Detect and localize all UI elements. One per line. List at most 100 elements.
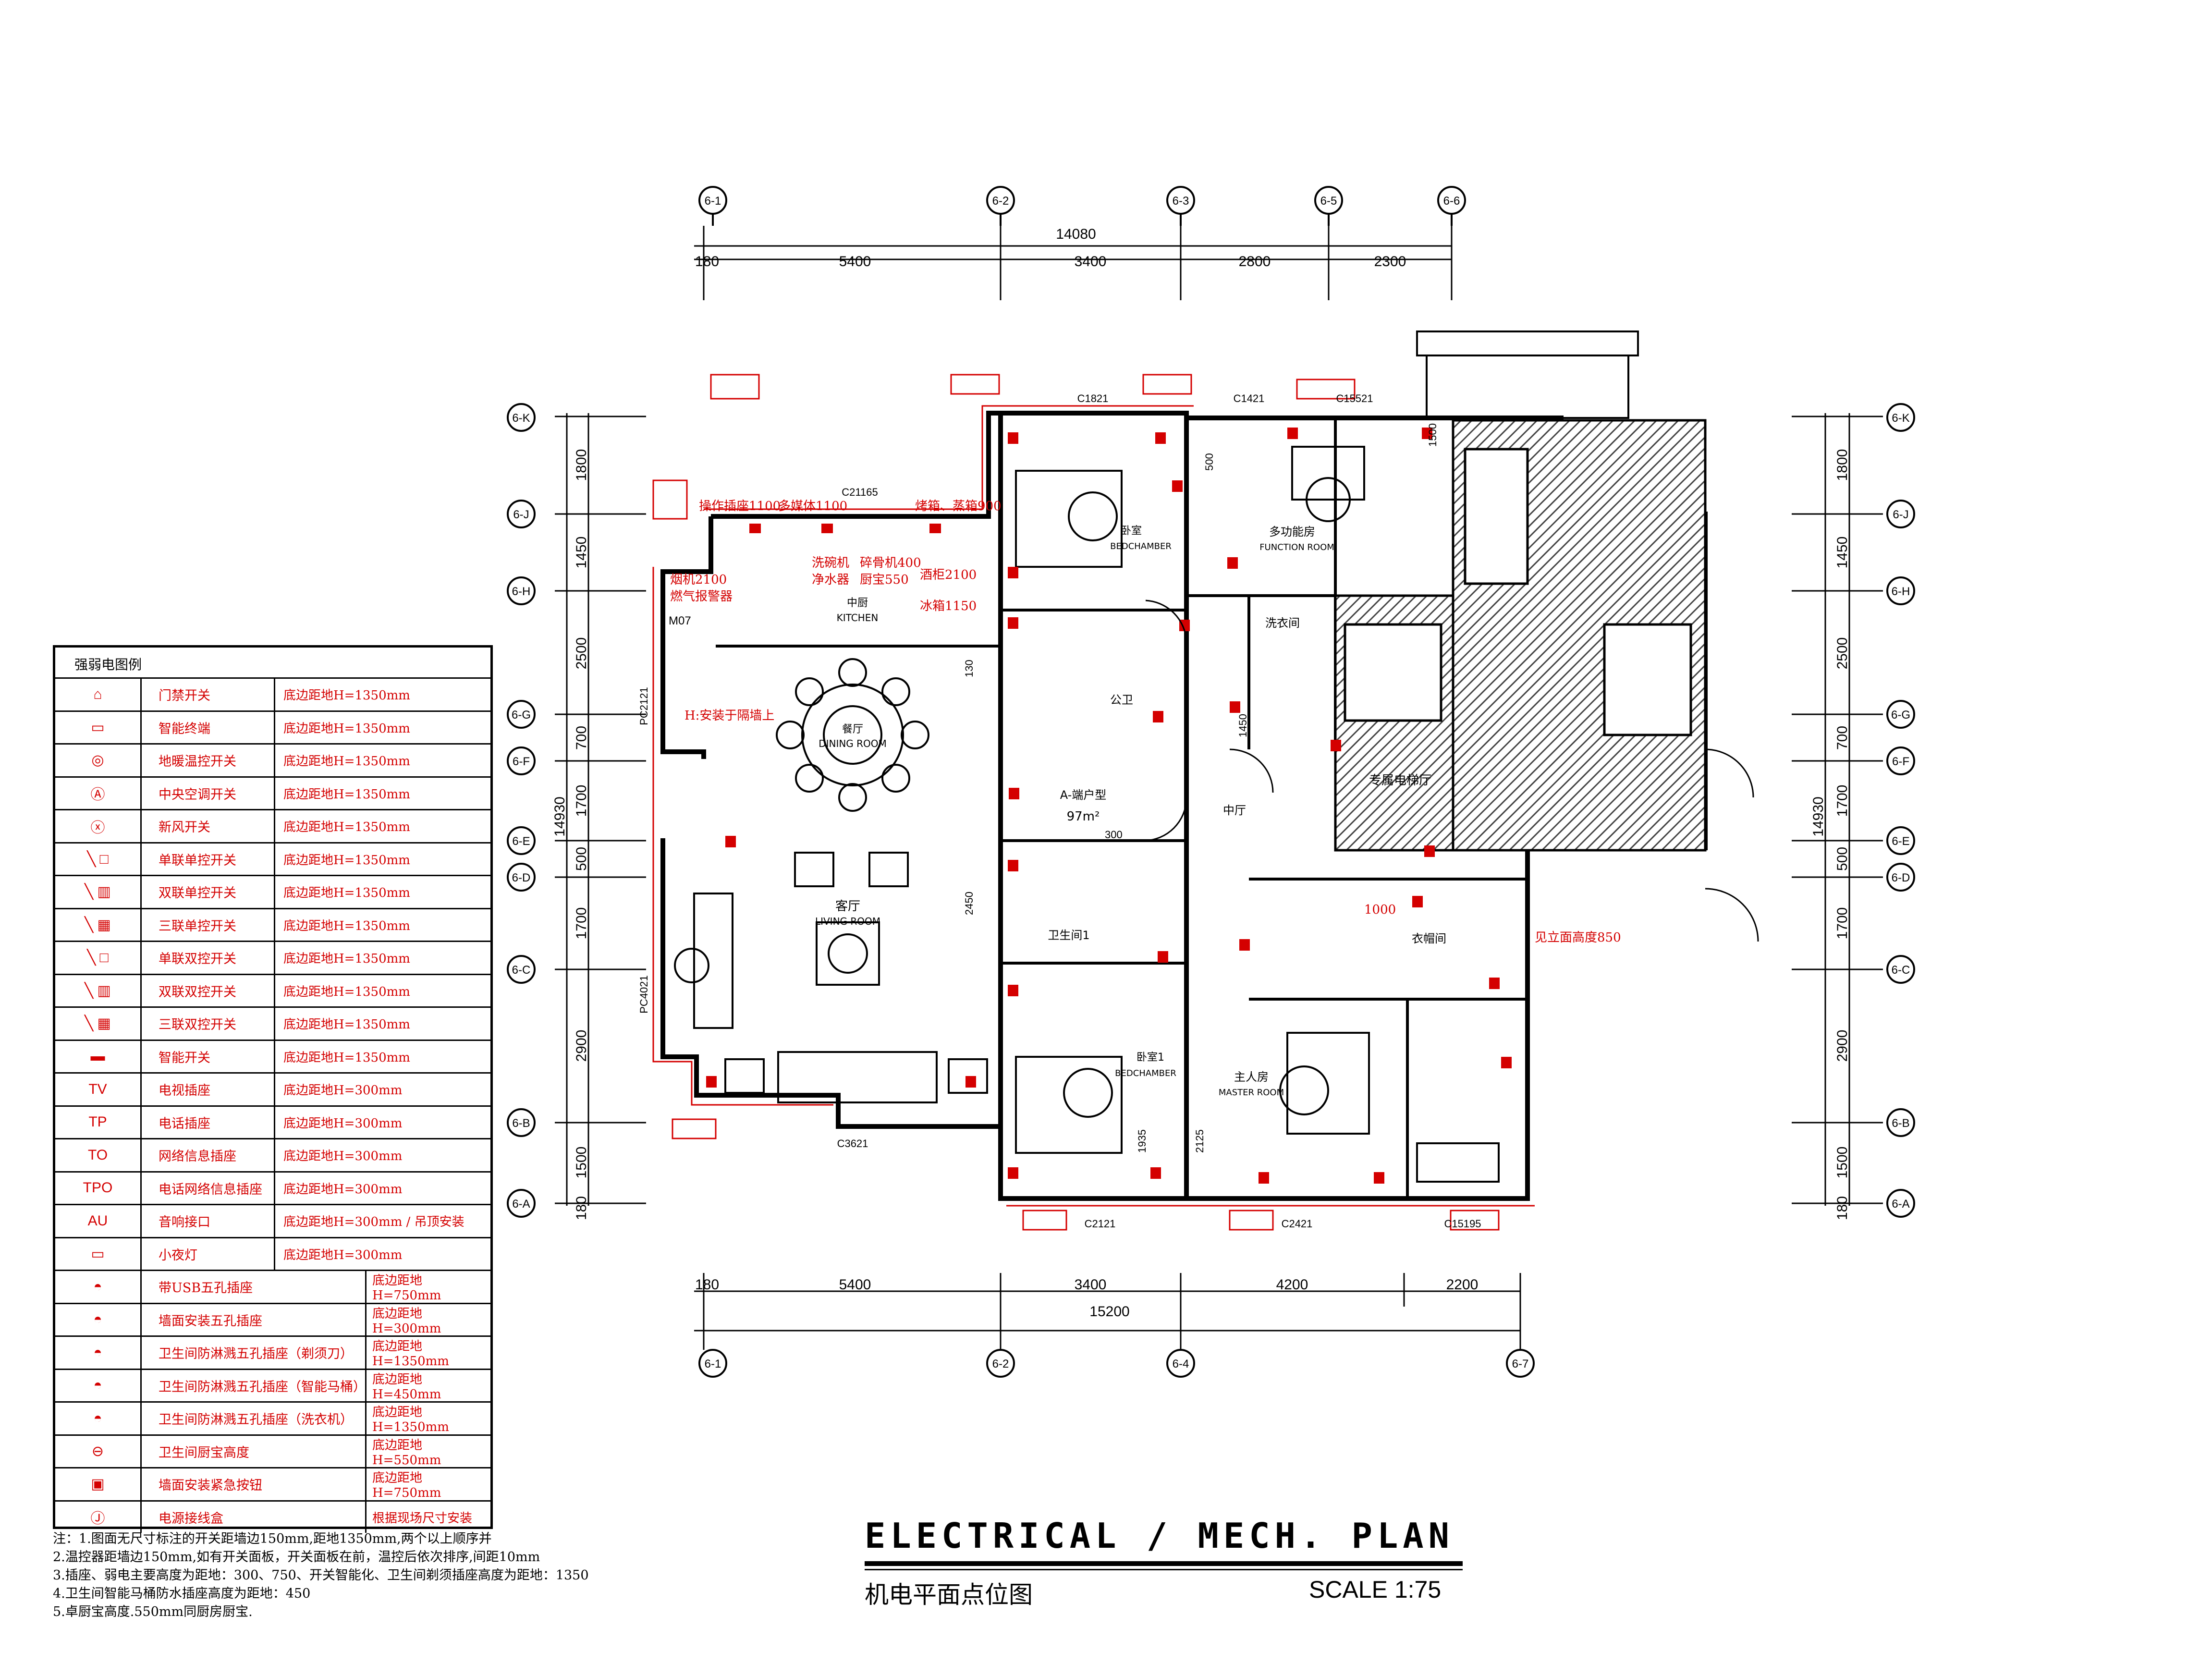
legend-column-divider: [365, 1435, 367, 1467]
public-wc-label: 公卫: [1110, 693, 1133, 707]
laundry-label: 洗衣间: [1265, 616, 1300, 630]
wall-socket-icon: ◓: [55, 1304, 142, 1335]
washer-socket-icon: ◓: [55, 1403, 142, 1434]
legend-row: ◓卫生间防淋溅五孔插座（剃须刀）底边距地H=1350mm: [55, 1335, 490, 1369]
svg-text:6-B: 6-B: [512, 1117, 530, 1130]
legend-item-height: 底边距地H=550mm: [372, 1438, 441, 1468]
legend-item-height: 底边距地H=300mm: [283, 1182, 403, 1197]
svg-text:2900: 2900: [574, 1030, 589, 1062]
outlet-markers: [706, 428, 1512, 1184]
meter-label: M07: [669, 614, 691, 627]
svg-text:1700: 1700: [574, 785, 589, 817]
title-rule-thin: [865, 1569, 1463, 1570]
legend-row: ╲ ▦三联单控开关底边距地H=1350mm: [55, 907, 490, 941]
top-total-dimension: 14080: [1056, 226, 1096, 242]
legend-item-height: 底边距地H=1350mm: [283, 1017, 410, 1032]
legend-item-height: 底边距地H=1350mm: [283, 886, 410, 901]
svg-text:5400: 5400: [839, 1277, 871, 1293]
elevation-note-label: 见立面高度850: [1535, 930, 1621, 945]
svg-text:700: 700: [574, 726, 589, 750]
svg-text:2900: 2900: [1834, 1030, 1850, 1062]
legend-item-name: 卫生间防淋溅五孔插座（洗衣机）: [159, 1412, 353, 1428]
svg-text:6-2: 6-2: [992, 195, 1009, 208]
legend-item-name: 电话网络信息插座: [159, 1182, 262, 1197]
gas-alarm-label: 燃气报警器: [670, 589, 733, 604]
elevator-hall-label: 专属电梯厅: [1369, 773, 1431, 788]
top-dim-2800: 2800: [1239, 254, 1271, 269]
legend-item-height: 底边距地H=1350mm: [283, 787, 410, 802]
svg-text:1935: 1935: [1136, 1129, 1148, 1153]
dishwasher-label: 洗碗机: [812, 556, 849, 570]
legend-item-height: 底边距地H=300mm: [283, 1149, 403, 1164]
legend-row: ╲ ▦三联双控开关底边距地H=1350mm: [55, 1006, 490, 1040]
svg-text:1500: 1500: [1427, 423, 1439, 447]
legend-row: ╲ ▥双联双控开关底边距地H=1350mm: [55, 973, 490, 1006]
svg-text:6-E: 6-E: [1892, 835, 1909, 848]
svg-text:180: 180: [574, 1196, 589, 1220]
legend-item-height: 底边距地H=1350mm: [283, 754, 410, 769]
note-2: 2.温控器距墙边150mm,如有开关面板，开关面板在前，温控后依次排序,间距10…: [53, 1550, 540, 1565]
drawing-title-cn: 机电平面点位图: [865, 1581, 1033, 1609]
svg-text:1800: 1800: [1834, 449, 1850, 481]
living-furniture: [674, 852, 988, 1103]
svg-text:6-A: 6-A: [1892, 1198, 1909, 1211]
legend-column-divider: [274, 1238, 275, 1270]
top-dim-180: 180: [695, 254, 719, 269]
fresh-air-icon: ⓧ: [55, 810, 142, 842]
legend-column-divider: [365, 1271, 367, 1303]
door-swings: [1145, 599, 1759, 942]
legend-column-divider: [365, 1337, 367, 1369]
phone-network-socket-icon: TPO: [55, 1172, 142, 1204]
svg-text:6-K: 6-K: [1892, 412, 1909, 425]
legend-item-name: 双联单控开关: [159, 886, 236, 901]
svg-text:1450: 1450: [1834, 537, 1850, 569]
legend-item-name: 电话插座: [159, 1116, 210, 1131]
bottom-segment-dimensions: 180 5400 3400 4200 2200: [695, 1277, 1478, 1293]
living-cn-label: 客厅: [835, 899, 860, 914]
svg-text:6-4: 6-4: [1173, 1358, 1189, 1370]
svg-text:6-F: 6-F: [513, 755, 530, 768]
legend-item-name: 音响接口: [159, 1215, 210, 1230]
legend-row: ◓卫生间防淋溅五孔插座（智能马桶）底边距地H=450mm: [55, 1368, 490, 1402]
svg-text:6-C: 6-C: [1892, 964, 1910, 977]
note-5: 5.卓厨宝高度.550mm同厨房厨宝.: [53, 1604, 253, 1619]
single-dual-switch-icon: ╲ □: [55, 942, 142, 974]
svg-text:6-J: 6-J: [1893, 508, 1908, 521]
wc1-label: 卫生间1: [1048, 929, 1089, 942]
legend-item-height: 底边距地H=450mm: [372, 1372, 441, 1402]
right-total-dimension: 14930: [1810, 796, 1826, 836]
side-axis-bubbles: [507, 403, 1915, 1218]
area-label: 97m²: [1067, 809, 1100, 824]
disposer-label: 碎骨机400: [860, 556, 921, 570]
legend-column-divider: [274, 1008, 275, 1040]
svg-text:500: 500: [574, 847, 589, 871]
living-en-label: LIVING ROOM: [815, 916, 880, 927]
fridge-label: 冰箱1150: [920, 599, 977, 613]
top-dim-3400: 3400: [1075, 254, 1107, 269]
legend-item-name: 智能终端: [159, 721, 210, 736]
svg-text:300: 300: [1105, 829, 1123, 841]
svg-text:6-F: 6-F: [1892, 755, 1909, 768]
svg-text:C21165: C21165: [842, 486, 878, 498]
function-cn-label: 多功能房: [1269, 525, 1315, 538]
note-3: 3.插座、弱电主要高度为距地：300、750、开关智能化、卫生间剃须插座高度为距…: [53, 1568, 589, 1583]
bottom-axis-labels: 6-1 6-2 6-4 6-7: [705, 1358, 1529, 1370]
top-axis-bubbles: [698, 186, 1466, 226]
legend-item-name: 卫生间厨宝高度: [159, 1445, 249, 1460]
svg-text:1500: 1500: [1834, 1147, 1850, 1179]
right-segment-dimensions: 1800 1450 2500 700 1700 500 1700 2900 15…: [1810, 449, 1850, 1220]
legend-column-divider: [365, 1468, 367, 1500]
legend-item-name: 电视插座: [159, 1083, 210, 1099]
legend-item-name: 卫生间防淋溅五孔插座（智能马桶）: [159, 1379, 366, 1395]
legend-item-name: 智能开关: [159, 1050, 210, 1065]
note-1: 注：1.图面无尺寸标注的开关距墙边150mm,距地1350mm,两个以上顺序并: [53, 1531, 492, 1546]
legend-item-height: 底边距地H=1350mm: [283, 918, 410, 933]
legend-item-height: 底边距地H=1350mm: [283, 1050, 410, 1065]
legend-column-divider: [274, 1074, 275, 1105]
svg-text:6-G: 6-G: [1891, 709, 1910, 722]
svg-text:2500: 2500: [574, 637, 589, 670]
legend-title: 强弱电图例: [74, 657, 142, 673]
svg-text:6-7: 6-7: [1512, 1358, 1529, 1370]
